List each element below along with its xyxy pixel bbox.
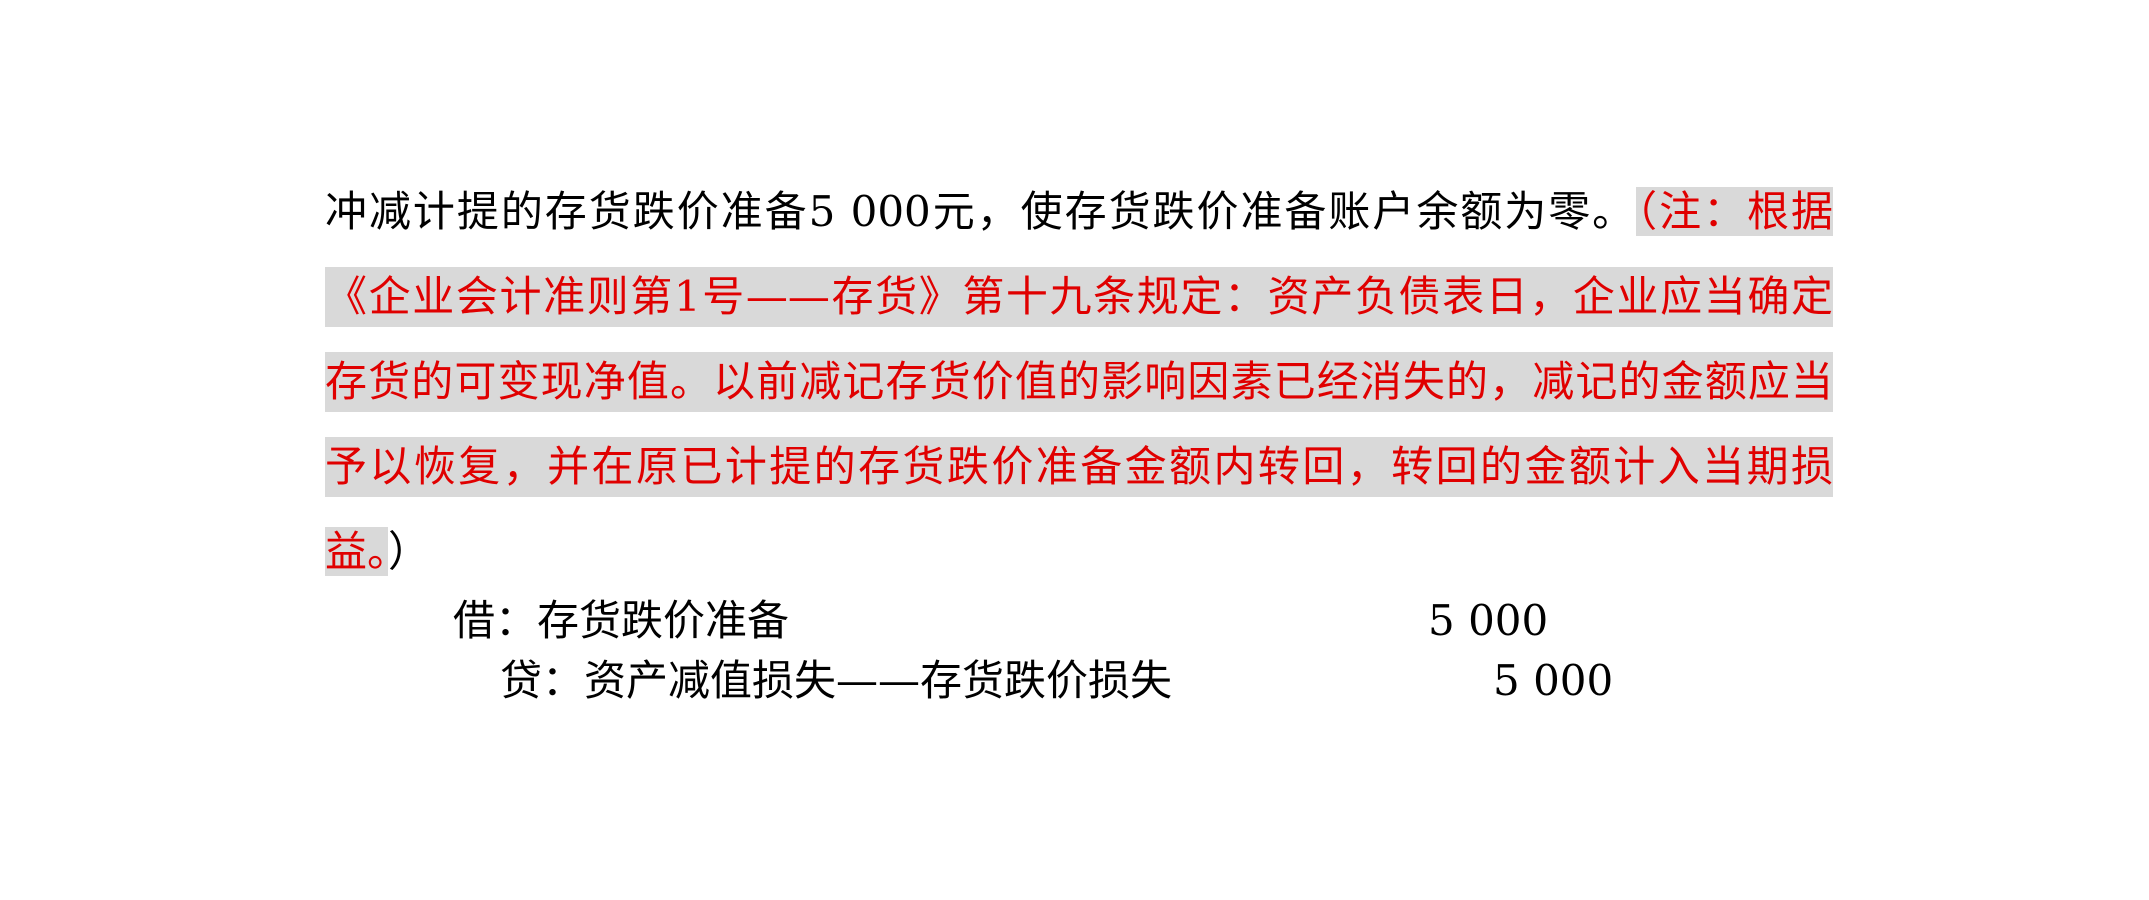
paragraph-line-1: 冲减计提的存货跌价准备5 000元，使存货跌价准备账户余额为零。（注：根据 bbox=[325, 182, 1833, 242]
debit-entry-label: 借：存货跌价准备 bbox=[453, 596, 790, 645]
closing-paren: ） bbox=[388, 527, 431, 576]
credit-entry-amount: 5 000 bbox=[1493, 656, 1614, 705]
note-text: 予以恢复，并在原已计提的存货跌价准备金额内转回，转回的金额计入当期损 bbox=[325, 437, 1833, 497]
paragraph-line-2: 《企业会计准则第1号——存货》第十九条规定：资产负债表日，企业应当确定 bbox=[325, 267, 1833, 327]
credit-entry-label: 贷：资产减值损失——存货跌价损失 bbox=[500, 656, 1173, 705]
note-text: 《企业会计准则第1号——存货》第十九条规定：资产负债表日，企业应当确定 bbox=[325, 267, 1833, 327]
paragraph-line-5: 益。） bbox=[325, 522, 430, 582]
body-text: 冲减计提的存货跌价准备5 000元，使存货跌价准备账户余额为零。 bbox=[325, 187, 1637, 236]
note-text: 存货的可变现净值。以前减记存货价值的影响因素已经消失的，减记的金额应当 bbox=[325, 352, 1833, 412]
paragraph-line-4: 予以恢复，并在原已计提的存货跌价准备金额内转回，转回的金额计入当期损 bbox=[325, 437, 1833, 497]
paragraph-line-3: 存货的可变现净值。以前减记存货价值的影响因素已经消失的，减记的金额应当 bbox=[325, 352, 1833, 412]
debit-entry-amount: 5 000 bbox=[1428, 596, 1549, 645]
note-text-start: （注：根据 bbox=[1636, 187, 1833, 236]
note-text-end: 益。 bbox=[325, 527, 389, 576]
